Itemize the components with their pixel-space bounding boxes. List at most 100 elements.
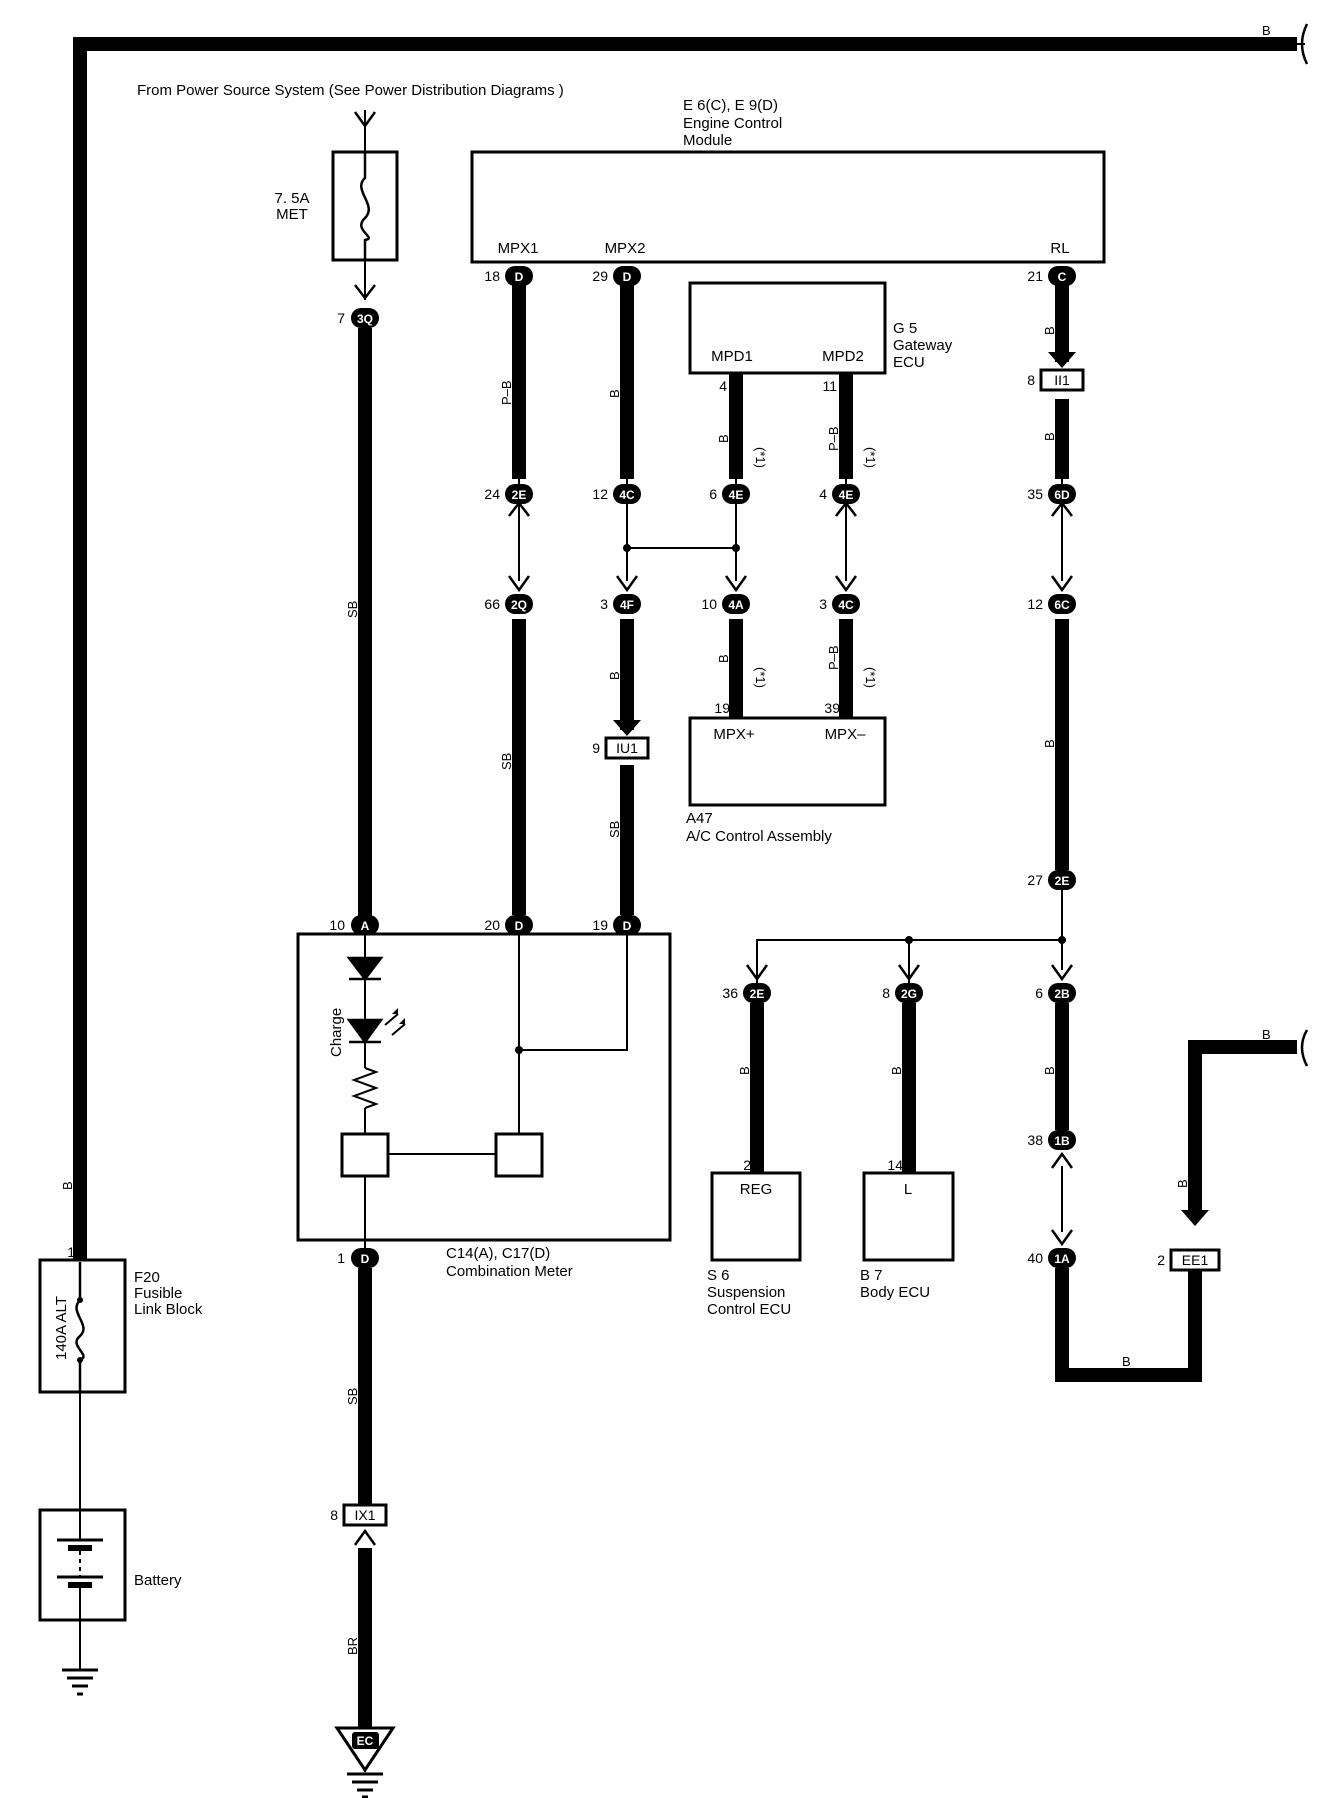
- svg-text:24: 24: [484, 486, 500, 502]
- svg-text:SB: SB: [345, 1388, 360, 1405]
- connector-4a: 4A: [722, 594, 750, 614]
- svg-text:SB: SB: [499, 753, 514, 770]
- fuse-name: MET: [276, 206, 308, 223]
- connector-2e-c: 2E: [743, 983, 771, 1003]
- gateway-name-line2: ECU: [893, 354, 925, 371]
- pin-numbers: 7 18 29 21 8 4 11 24 12 6 4 35 66 3 10 3…: [67, 268, 1165, 1523]
- ecm-name-line1: Engine Control: [683, 115, 782, 132]
- ecm-name-line2: Module: [683, 132, 732, 149]
- svg-text:D: D: [515, 919, 524, 933]
- svg-text:B: B: [1262, 23, 1271, 38]
- svg-text:B: B: [60, 1181, 75, 1190]
- svg-text:IU1: IU1: [616, 740, 638, 756]
- break-mark-top: [1300, 23, 1309, 65]
- svg-text:10: 10: [701, 596, 717, 612]
- fusible-rating: 140A ALT: [53, 1296, 70, 1360]
- svg-text:11: 11: [822, 378, 837, 394]
- svg-text:36: 36: [722, 985, 738, 1001]
- wire-b-ee1: [1188, 1040, 1297, 1218]
- ecm-code: E 6(C), E 9(D): [683, 97, 778, 114]
- ac-pin-mpx-plus: MPX+: [713, 726, 755, 743]
- svg-text:12: 12: [1027, 596, 1043, 612]
- svg-text:B: B: [1175, 1179, 1190, 1188]
- svg-text:6: 6: [709, 486, 717, 502]
- svg-text:3: 3: [600, 596, 608, 612]
- svg-text:B: B: [1042, 1066, 1057, 1075]
- svg-text:12: 12: [592, 486, 608, 502]
- wire-b-ground-loop: [1055, 1255, 1202, 1382]
- svg-text:II1: II1: [1054, 372, 1070, 388]
- ecm-pin-mpx1: MPX1: [498, 240, 539, 257]
- svg-text:19: 19: [592, 917, 608, 933]
- fuse-rating: 7. 5A: [274, 190, 309, 207]
- svg-text:2E: 2E: [1055, 874, 1070, 888]
- svg-text:B: B: [1042, 432, 1057, 441]
- connector-4f: 4F: [613, 594, 641, 614]
- connector-mpx2-d: D: [613, 266, 641, 286]
- svg-text:35: 35: [1027, 486, 1043, 502]
- body-ecu-code: B 7: [860, 1267, 883, 1284]
- connector-4c-b: 4C: [832, 594, 860, 614]
- wire-color-codes: B B B B SB P–B SB B B SB B P–B B P–B B B…: [60, 23, 1271, 1655]
- meter-block-left: [340, 1132, 390, 1178]
- svg-text:7: 7: [337, 310, 345, 326]
- junction-connector-ee1: EE1: [1169, 1248, 1221, 1272]
- svg-text:4: 4: [819, 486, 827, 502]
- body-ecu-pin-l: L: [904, 1181, 912, 1198]
- svg-text:4E: 4E: [839, 488, 854, 502]
- battery-box: [38, 1508, 127, 1622]
- fuse-met-symbol: [360, 152, 370, 260]
- svg-text:D: D: [623, 919, 632, 933]
- svg-text:3: 3: [819, 596, 827, 612]
- svg-text:66: 66: [484, 596, 500, 612]
- svg-text:B: B: [1042, 739, 1057, 748]
- connector-2e-a: 2E: [505, 484, 533, 504]
- gateway-pin-mpd2: MPD2: [822, 348, 864, 365]
- svg-text:9: 9: [592, 740, 600, 756]
- svg-text:B: B: [889, 1066, 904, 1075]
- meter-diode: [346, 956, 384, 982]
- gateway-pin-mpd1: MPD1: [711, 348, 753, 365]
- svg-text:D: D: [515, 270, 524, 284]
- note-markers: (*1) (*1) (*1) (*1): [753, 447, 878, 688]
- charge-light-rays: [384, 1013, 406, 1036]
- svg-text:IX1: IX1: [354, 1507, 375, 1523]
- connector-1a: 1A: [1048, 1248, 1076, 1268]
- svg-text:4: 4: [719, 378, 727, 394]
- svg-text:18: 18: [484, 268, 500, 284]
- svg-text:29: 29: [592, 268, 608, 284]
- fusible-link-symbol: [75, 1262, 85, 1392]
- svg-text:21: 21: [1027, 268, 1043, 284]
- svg-text:(*1): (*1): [863, 667, 878, 688]
- junction-connector-ix1: IX1: [342, 1503, 388, 1527]
- fusible-name-line1: Fusible: [134, 1285, 182, 1302]
- ac-code: A47: [686, 810, 713, 827]
- meter-block-right: [494, 1132, 544, 1178]
- svg-text:2: 2: [743, 1157, 751, 1173]
- suspension-code: S 6: [707, 1267, 730, 1284]
- junction-connector-iu1: IU1: [604, 736, 650, 760]
- svg-text:38: 38: [1027, 1132, 1043, 1148]
- svg-text:6D: 6D: [1054, 488, 1070, 502]
- svg-text:D: D: [623, 270, 632, 284]
- connector-meter-d19: D: [613, 915, 641, 935]
- battery-label: Battery: [134, 1572, 182, 1589]
- connector-4e-b: 4E: [832, 484, 860, 504]
- svg-text:C: C: [1058, 270, 1067, 284]
- svg-text:P–B: P–B: [499, 380, 514, 405]
- ecm-pin-rl: RL: [1050, 240, 1069, 257]
- ground-symbol-ec: [347, 1772, 383, 1798]
- svg-text:(*1): (*1): [753, 447, 768, 468]
- svg-text:2: 2: [1157, 1252, 1165, 1268]
- svg-text:B: B: [716, 434, 731, 443]
- svg-text:P–B: P–B: [826, 645, 841, 670]
- connector-2q: 2Q: [505, 594, 533, 614]
- svg-text:SB: SB: [607, 821, 622, 838]
- connector-meter-a: A: [351, 915, 379, 935]
- combination-meter-box: [296, 932, 672, 1242]
- svg-text:2Q: 2Q: [511, 598, 527, 612]
- suspension-ecu-box: [710, 1171, 802, 1262]
- ground-symbol-battery: [62, 1668, 98, 1696]
- svg-text:B: B: [607, 389, 622, 398]
